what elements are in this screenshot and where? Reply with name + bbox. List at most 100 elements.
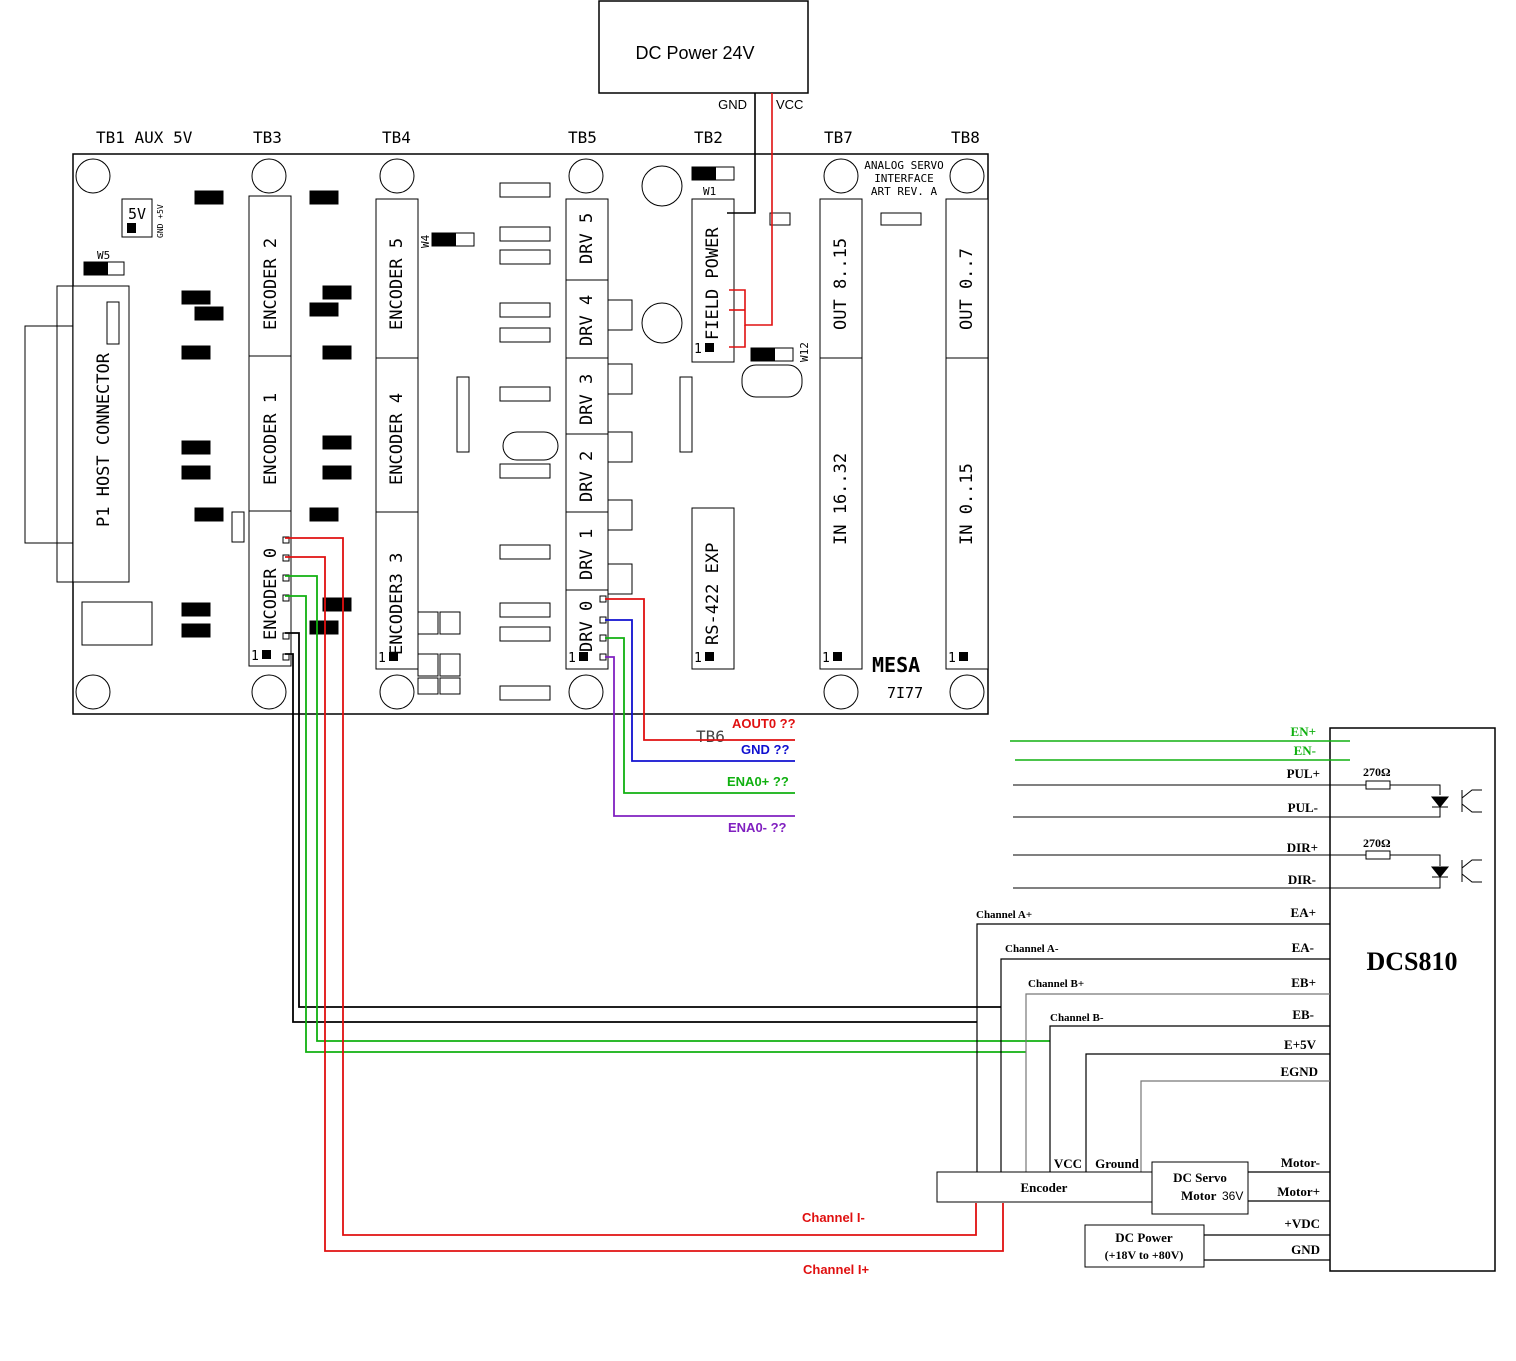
host-connector-label: P1 HOST CONNECTOR bbox=[94, 352, 114, 527]
in-0-15-label: IN 0..15 bbox=[957, 463, 977, 545]
model-label: 7I77 bbox=[887, 684, 923, 702]
field-power-wires bbox=[727, 93, 773, 348]
channel-a-minus-label: Channel A- bbox=[1005, 943, 1059, 955]
pin-eb-minus: EB- bbox=[1292, 1007, 1314, 1022]
mounting-hole bbox=[251, 158, 287, 194]
power-vcc-label: VCC bbox=[776, 97, 803, 112]
power-gnd-label: GND bbox=[718, 97, 747, 112]
encoder-5-label: ENCODER 5 bbox=[387, 238, 407, 330]
tb7-io-terminal: OUT 8..15 IN 16..32 1 bbox=[819, 198, 863, 670]
field-power-label: FIELD POWER bbox=[703, 227, 723, 340]
tb6-signal-labels: AOUT0 ?? GND ?? ENA0+ ?? ENA0- ?? bbox=[727, 716, 796, 835]
mounting-hole bbox=[949, 674, 985, 710]
pin-eb-plus: EB+ bbox=[1291, 975, 1316, 990]
mesa-logo: MESA bbox=[872, 653, 920, 677]
encoder-b-wire bbox=[285, 575, 1050, 1042]
w12-label: W12 bbox=[798, 342, 811, 362]
pin-motor-minus: Motor- bbox=[1281, 1155, 1320, 1170]
pin1-marker: 1 bbox=[694, 342, 702, 357]
drive-name: DCS810 bbox=[1366, 947, 1457, 976]
tb8-io-terminal: OUT 0..7 IN 0..15 1 bbox=[945, 198, 989, 670]
tb8-header: TB8 bbox=[951, 128, 980, 147]
power-supply-24v: DC Power 24V GND VCC bbox=[598, 0, 809, 112]
drv-2-label: DRV 2 bbox=[577, 451, 597, 502]
w4-jumper: W4 bbox=[419, 232, 475, 248]
pin-dir-minus: DIR- bbox=[1288, 872, 1316, 887]
pin1-marker: 1 bbox=[568, 651, 576, 666]
board-title: ANALOG SERVO INTERFACE ART REV. A bbox=[864, 159, 943, 198]
pin-pul-minus: PUL- bbox=[1288, 800, 1318, 815]
pin1-marker: 1 bbox=[694, 651, 702, 666]
aout0-wire bbox=[605, 598, 795, 741]
pin-e5v: E+5V bbox=[1284, 1037, 1317, 1052]
mounting-hole bbox=[823, 158, 859, 194]
optocoupler-pul bbox=[1330, 780, 1482, 818]
jumper-5v-label: 5V bbox=[128, 205, 146, 223]
mounting-hole bbox=[568, 674, 604, 710]
ena0-plus-label: ENA0+ ?? bbox=[727, 774, 789, 789]
encoder-1-label: ENCODER 1 bbox=[261, 393, 281, 485]
out-8-15-label: OUT 8..15 bbox=[831, 238, 851, 330]
pin1-marker: 1 bbox=[251, 649, 259, 664]
encoder-vcc-label: VCC bbox=[1054, 1156, 1082, 1171]
motor-power-line2: (+18V to +80V) bbox=[1105, 1248, 1184, 1262]
channel-i-minus-label: Channel I- bbox=[802, 1210, 865, 1225]
board-7i77: ANALOG SERVO INTERFACE ART REV. A P1 HOS… bbox=[24, 153, 989, 715]
dc-servo-motor: DC Servo Motor 36V bbox=[1151, 1161, 1249, 1215]
w5-label: W5 bbox=[97, 249, 110, 262]
power-vcc-wire-3 bbox=[729, 325, 746, 348]
mounting-hole bbox=[251, 674, 287, 710]
motor-power-box bbox=[1084, 1224, 1205, 1268]
mounting-hole bbox=[568, 158, 604, 194]
tb6-wires bbox=[605, 598, 795, 817]
motor-power-line1: DC Power bbox=[1115, 1230, 1173, 1245]
pin1-marker: 1 bbox=[822, 651, 830, 666]
pin-ea-minus: EA- bbox=[1292, 940, 1314, 955]
gnd-label: GND ?? bbox=[741, 742, 789, 757]
mounting-hole bbox=[75, 158, 111, 194]
motor-line1: DC Servo bbox=[1173, 1170, 1227, 1185]
pin-en-plus: EN+ bbox=[1291, 724, 1316, 739]
gnd-wire bbox=[605, 619, 795, 762]
pin1-marker: 1 bbox=[378, 651, 386, 666]
encoder-box bbox=[936, 1171, 1153, 1203]
w4-label: W4 bbox=[419, 234, 432, 248]
drv-0-label: DRV 0 bbox=[577, 601, 597, 652]
drive-box bbox=[1329, 727, 1496, 1272]
index-channel-labels: Channel I- Channel I+ bbox=[802, 1210, 870, 1277]
pin-pul-plus: PUL+ bbox=[1287, 766, 1320, 781]
encoder-3-label: ENCODER3 3 bbox=[387, 553, 407, 655]
jumper-5v-side-label: GND +5V bbox=[156, 204, 165, 238]
out-0-7-label: OUT 0..7 bbox=[957, 248, 977, 330]
drv-3-label: DRV 3 bbox=[577, 374, 597, 425]
board-title-line: INTERFACE bbox=[874, 172, 934, 185]
rs422-expansion-terminal: RS-422 EXP 1 bbox=[691, 507, 735, 670]
pin-motor-plus: Motor+ bbox=[1277, 1184, 1320, 1199]
motor-line2: Motor bbox=[1181, 1188, 1217, 1203]
pin-ea-plus: EA+ bbox=[1291, 905, 1316, 920]
tb3-header: TB3 bbox=[253, 128, 282, 147]
pin-dir-plus: DIR+ bbox=[1287, 840, 1318, 855]
channel-i-plus-wire bbox=[285, 556, 1004, 1252]
drv-5-label: DRV 5 bbox=[577, 213, 597, 264]
tb4-header: TB4 bbox=[382, 128, 411, 147]
mounting-hole bbox=[949, 158, 985, 194]
channel-a-plus-label: Channel A+ bbox=[976, 909, 1032, 921]
tb7-header: TB7 bbox=[824, 128, 853, 147]
channel-i-plus-label: Channel I+ bbox=[803, 1262, 870, 1277]
in-16-32-label: IN 16..32 bbox=[831, 453, 851, 545]
tb3-encoder-terminal: ENCODER 2 ENCODER 1 ENCODER 0 1 bbox=[248, 195, 292, 667]
ena0-plus-wire bbox=[605, 637, 795, 794]
optocoupler-dir bbox=[1330, 850, 1482, 889]
board-components bbox=[106, 182, 922, 701]
mounting-hole bbox=[379, 158, 415, 194]
channel-labels: Channel A+ Channel A- Channel B+ Channel… bbox=[976, 909, 1104, 1024]
pin-en-minus: EN- bbox=[1294, 743, 1316, 758]
resistor-labels: 270Ω 270Ω bbox=[1363, 765, 1391, 850]
pin-gnd: GND bbox=[1291, 1242, 1320, 1257]
ena0-minus-label: ENA0- ?? bbox=[728, 820, 787, 835]
mounting-hole bbox=[75, 674, 111, 710]
encoder-wires bbox=[285, 537, 1050, 1252]
ena0-minus-wire bbox=[605, 656, 795, 817]
